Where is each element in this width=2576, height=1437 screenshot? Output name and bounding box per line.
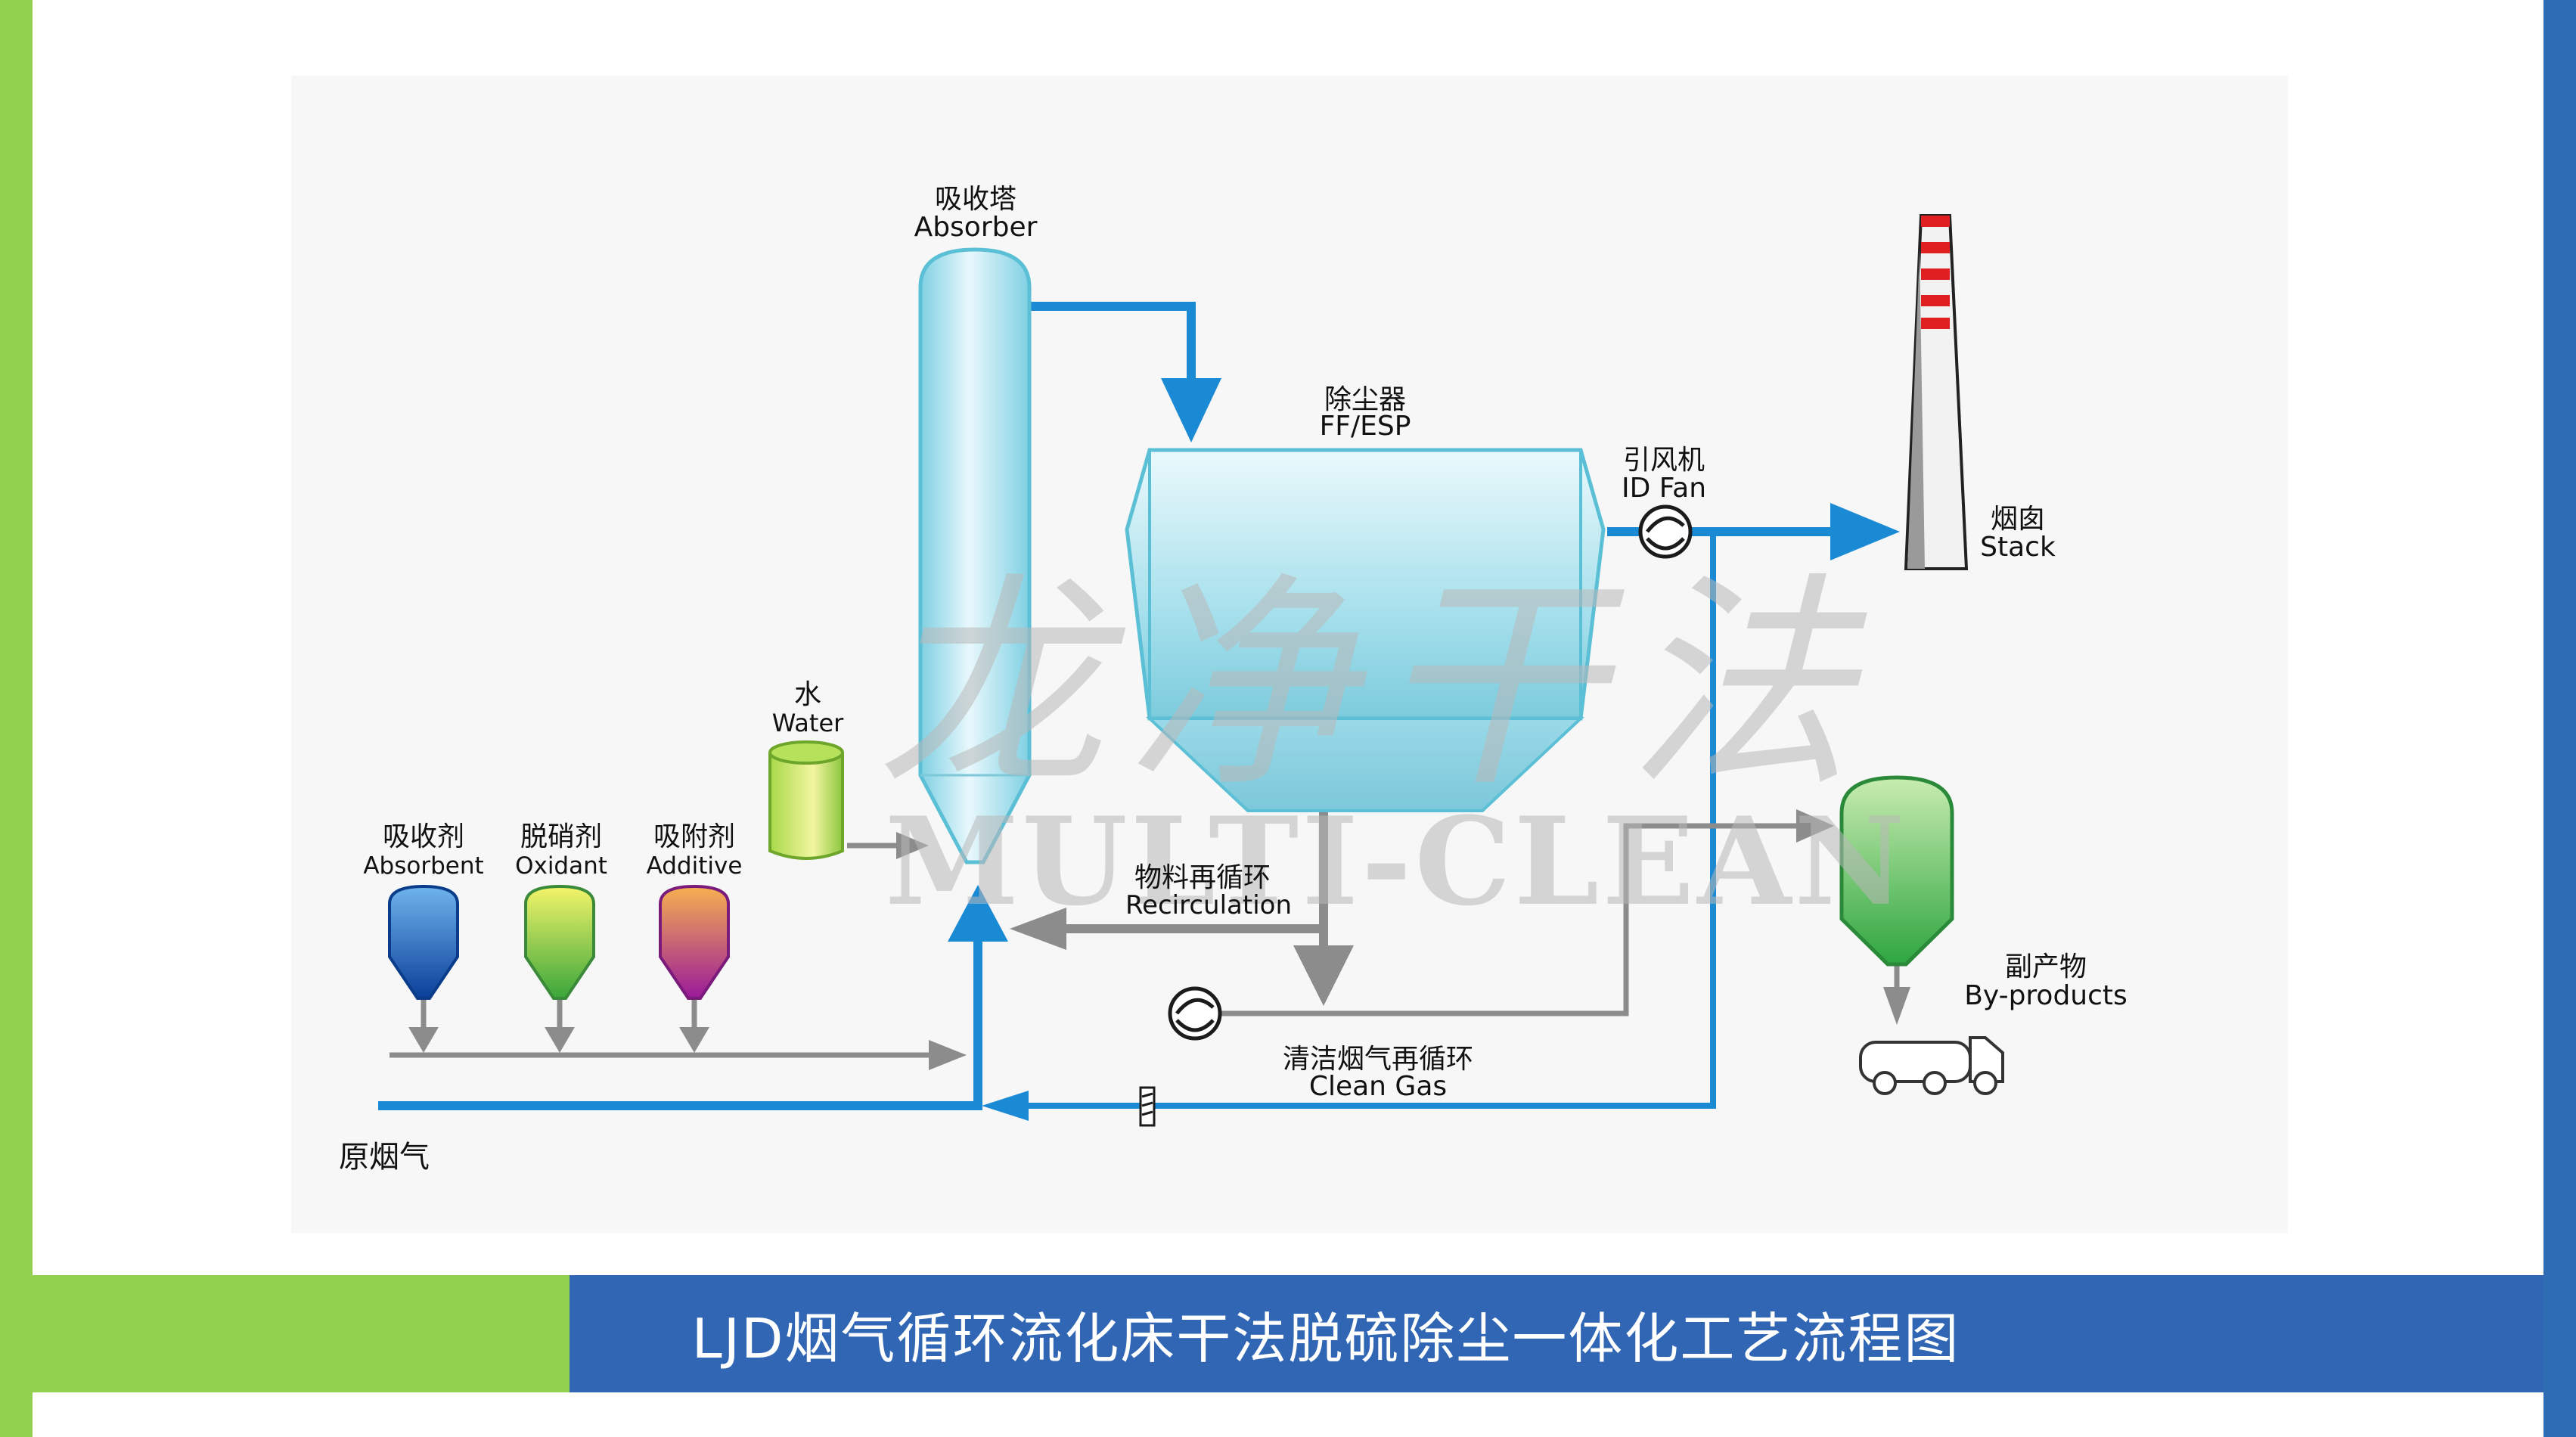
oxidant-silo-icon <box>524 884 595 1000</box>
oxidant-label-en: Oxidant <box>515 852 607 880</box>
watermark-cn: 龙净干法 <box>877 554 1876 818</box>
idfan-label-cn: 引风机 <box>1623 445 1705 476</box>
clean-gas-label-cn: 清洁烟气再循环 <box>1283 1044 1473 1075</box>
diagram-labels: 吸收塔 Absorber 除尘器 FF/ESP 引风机 ID Fan 烟囱 St… <box>339 184 2128 1175</box>
additive-label-en: Additive <box>647 852 743 880</box>
absorbent-silo-icon <box>388 884 459 1000</box>
byproduct-silo-icon <box>1839 775 1954 967</box>
id-fan-icon <box>1638 504 1693 559</box>
watermark-en: MULTI-CLEAN <box>885 790 1908 933</box>
ff-esp-dust-collector <box>1125 448 1606 812</box>
clean-gas-label-en: Clean Gas <box>1309 1071 1447 1102</box>
recirculation-fan-icon <box>1168 986 1222 1041</box>
absorber-label-en: Absorber <box>914 212 1038 243</box>
recirculation-label-en: Recirculation <box>1125 890 1292 920</box>
water-tank-icon <box>768 740 844 860</box>
flow-arrowheads-blue <box>948 378 1900 1121</box>
absorber-label-cn: 吸收塔 <box>935 184 1016 215</box>
additive-label-cn: 吸附剂 <box>653 821 735 852</box>
additive-silo-icon <box>659 884 730 1000</box>
footer-green-block <box>33 1275 570 1392</box>
stack-chimney-icon <box>1904 214 1969 570</box>
damper-icon <box>1139 1086 1156 1127</box>
right-accent-bar <box>2543 0 2576 1437</box>
material-pipes <box>390 809 1900 1058</box>
oxidant-label-cn: 脱硝剂 <box>520 821 602 852</box>
byproducts-label-cn: 副产物 <box>2005 951 2087 982</box>
absorbent-label-en: Absorbent <box>363 852 483 880</box>
absorbent-label-cn: 吸收剂 <box>383 821 464 852</box>
ffesp-label-cn: 除尘器 <box>1324 384 1406 415</box>
stack-label-cn: 烟囱 <box>1991 504 2045 535</box>
recirculation-label-cn: 物料再循环 <box>1134 862 1271 893</box>
stack-label-en: Stack <box>1980 532 2056 563</box>
byproducts-label-en: By-products <box>1964 980 2128 1011</box>
flow-arrowheads-gray <box>408 809 1910 1070</box>
footer-title: LJD烟气循环流化床干法脱硫除尘一体化工艺流程图 <box>691 1307 1960 1370</box>
left-accent-bar <box>0 0 33 1437</box>
flue-gas-pipes <box>378 302 1845 1110</box>
truck-icon <box>1859 1036 2004 1095</box>
idfan-label-en: ID Fan <box>1622 473 1706 504</box>
water-label-en: Water <box>772 709 844 737</box>
ffesp-label-en: FF/ESP <box>1320 411 1411 442</box>
absorber-tower <box>918 247 1032 864</box>
footer-blue-band <box>570 1275 2543 1392</box>
raw-gas-label: 原烟气 <box>339 1140 430 1175</box>
water-label-cn: 水 <box>794 679 821 710</box>
